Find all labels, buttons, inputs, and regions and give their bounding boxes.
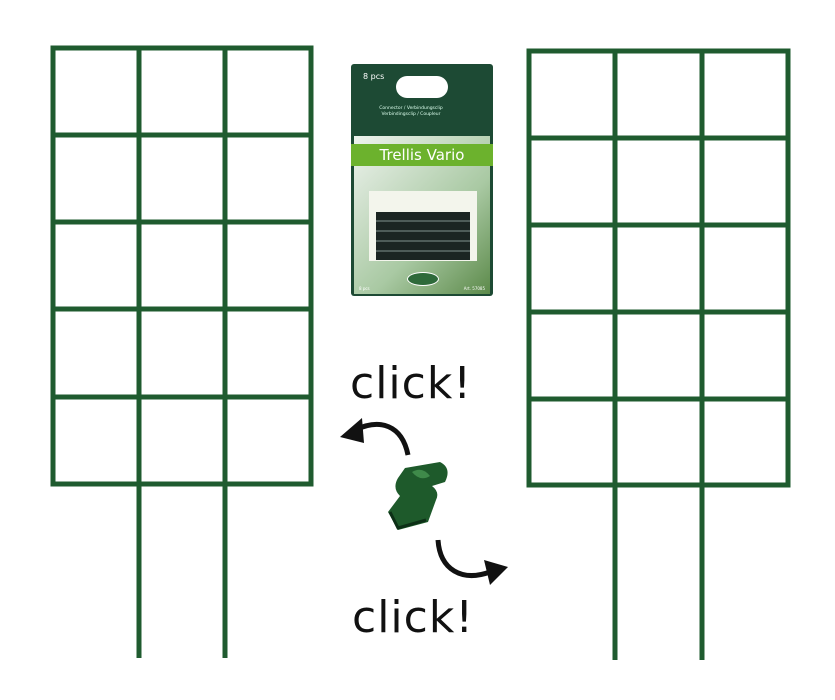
curved-arrow-left-icon bbox=[340, 418, 411, 456]
hang-hole bbox=[396, 76, 448, 98]
package-title: Trellis Vario bbox=[351, 144, 493, 166]
click-label-bottom: click! bbox=[352, 592, 474, 643]
subtitle-line-2: Verbindingsclip / Coupleur bbox=[381, 112, 441, 117]
click-label-top: click! bbox=[350, 358, 472, 409]
package-pieces: 8 pcs bbox=[363, 72, 385, 81]
clips-in-package bbox=[376, 212, 470, 260]
trellis-left bbox=[50, 45, 314, 658]
connector-clip-icon bbox=[388, 462, 448, 530]
package-article-number: Art. 57085 bbox=[463, 286, 485, 291]
brand-logo bbox=[407, 272, 439, 286]
trellis-right bbox=[526, 48, 791, 660]
product-package: 8 pcs Connector / Verbindungsclip Verbin… bbox=[351, 64, 493, 296]
package-subtitle: Connector / Verbindungsclip Verbindingsc… bbox=[361, 106, 461, 118]
package-footer-pieces: 8 pcs bbox=[359, 286, 370, 291]
subtitle-line-1: Connector / Verbindungsclip bbox=[379, 106, 443, 111]
curved-arrow-right-icon bbox=[435, 539, 508, 585]
